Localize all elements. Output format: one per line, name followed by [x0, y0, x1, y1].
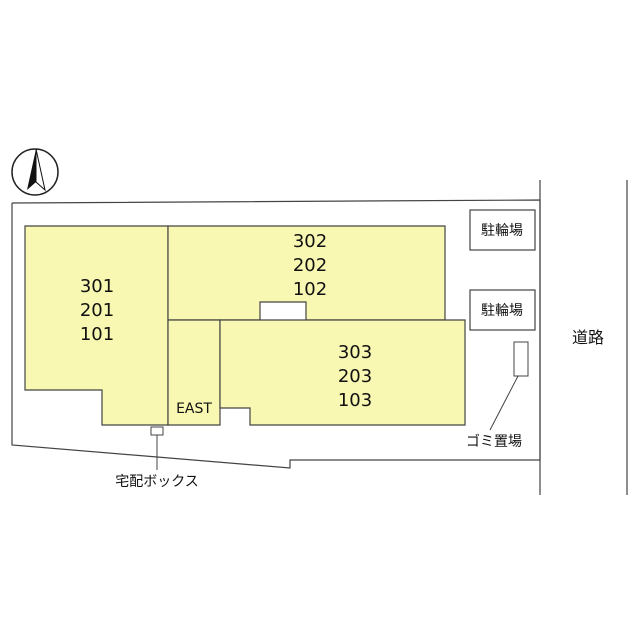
garbage-area-label: ゴミ置場: [466, 433, 522, 450]
bicycle-parking-2-box: [469, 289, 536, 331]
delivery-box-icon: [150, 426, 164, 436]
east-label: EAST: [176, 401, 212, 417]
road-label: 道路: [572, 328, 604, 347]
delivery-box-label: 宅配ボックス: [115, 474, 199, 490]
building-southeast: [219, 319, 466, 426]
unit-203: 203: [338, 366, 372, 387]
north-arrow-icon: [11, 148, 59, 196]
unit-301: 301: [80, 276, 114, 297]
unit-201: 201: [80, 300, 114, 321]
unit-101: 101: [80, 324, 114, 345]
unit-202: 202: [293, 255, 327, 276]
unit-103: 103: [338, 390, 372, 411]
unit-302: 302: [293, 231, 327, 252]
unit-102: 102: [293, 279, 327, 300]
bicycle-parking-1-label: 駐輪場: [481, 222, 523, 239]
bicycle-parking-1-box: [469, 209, 536, 251]
garbage-area-leader: [489, 375, 519, 431]
garbage-area-box: [513, 341, 529, 377]
unit-303: 303: [338, 342, 372, 363]
building-east-core: [167, 319, 221, 426]
bicycle-parking-2-label: 駐輪場: [481, 302, 523, 319]
